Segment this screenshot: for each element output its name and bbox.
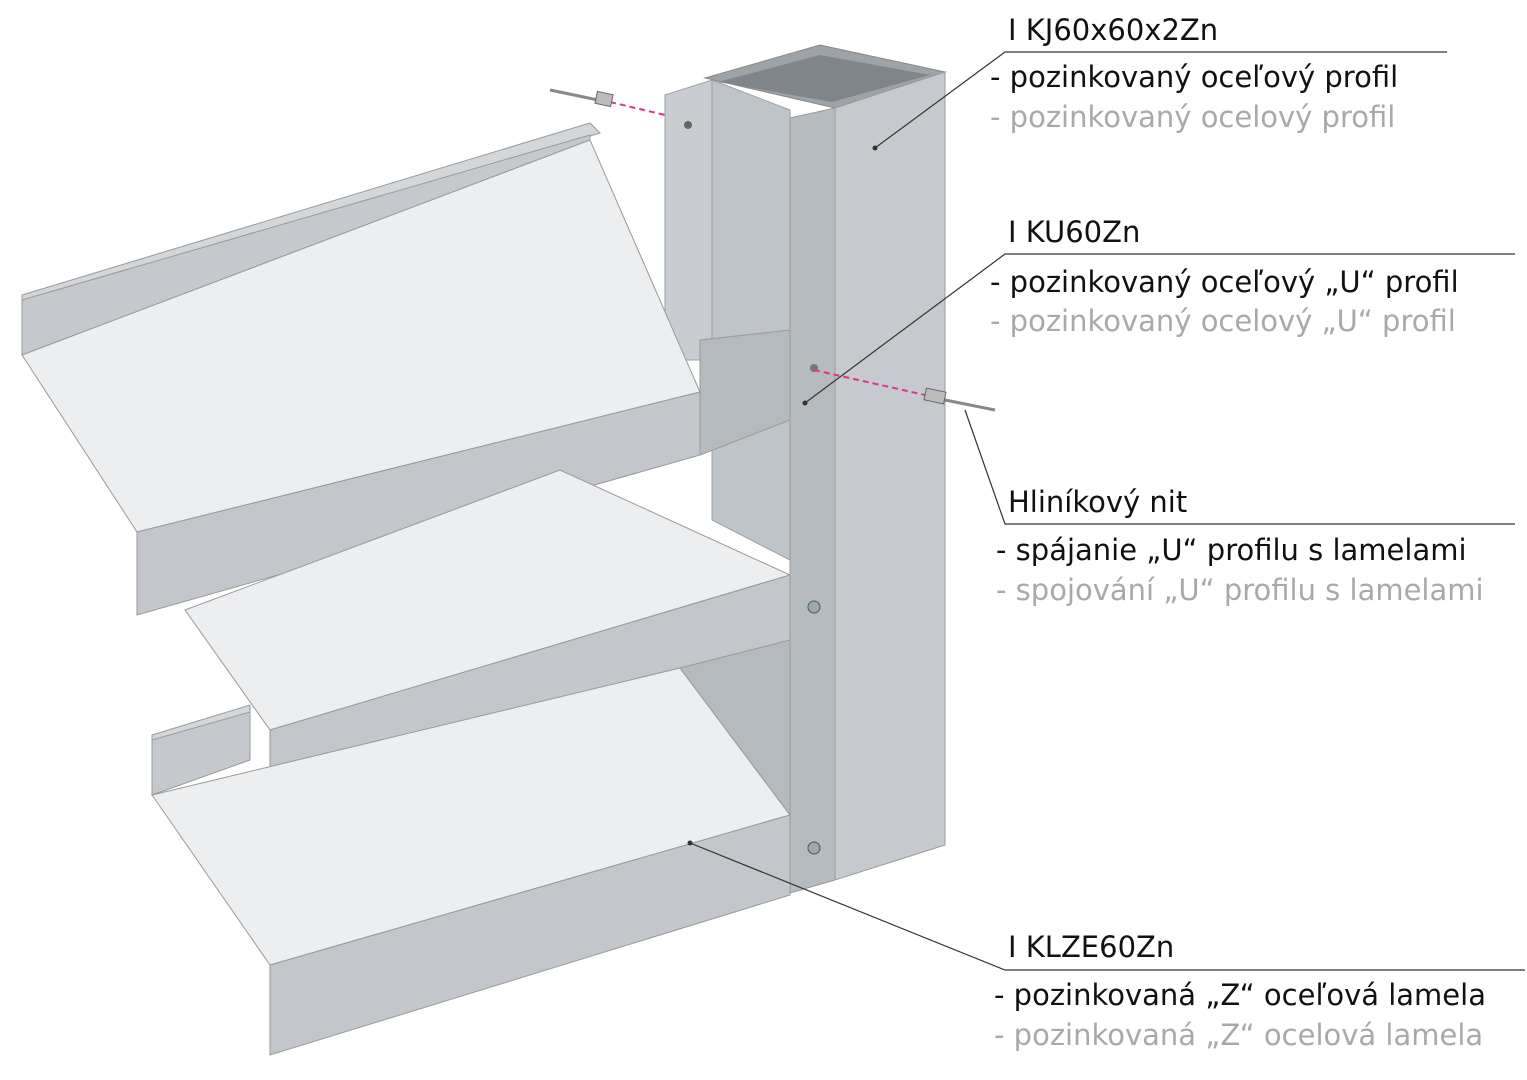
square-column [703,44,947,894]
callout-desc-cz: - pozinkovaný ocelový profil [990,100,1396,134]
slat-3 [151,639,791,1056]
rivet-hole [684,121,692,129]
u-profile-inner [711,79,791,561]
rivet-axis-line [813,369,926,396]
rivet-icon [549,88,614,108]
callout-desc-cz: - spojování „U“ profilu s lamelami [996,573,1484,607]
rivet-icon [923,387,996,412]
callout-desc-sk: - pozinkovaný oceľový „U“ profil [990,265,1459,299]
callout-code-rivet: Hliníkový nit [1008,485,1188,519]
callout-desc-sk: - pozinkovaný oceľový profil [990,60,1399,94]
callout-code-kj60: I KJ60x60x2Zn [1008,13,1219,47]
rivet-head [807,600,821,614]
callout-desc-sk: - spájanie „U“ profilu s lamelami [996,533,1467,567]
leader-lines [689,51,1525,971]
rivet-axis-line [609,101,666,116]
slat-1 [21,122,791,616]
callout-code-klze60: I KLZE60Zn [1008,930,1175,964]
callout-code-ku60: I KU60Zn [1008,215,1141,249]
callout-desc-cz: - pozinkovaný ocelový „U“ profil [990,304,1456,338]
callout-desc-sk: - pozinkovaná „Z“ oceľová lamela [994,978,1486,1012]
rivet-head [807,841,821,855]
callout-desc-cz: - pozinkovaná „Z“ ocelová lamela [994,1018,1484,1052]
